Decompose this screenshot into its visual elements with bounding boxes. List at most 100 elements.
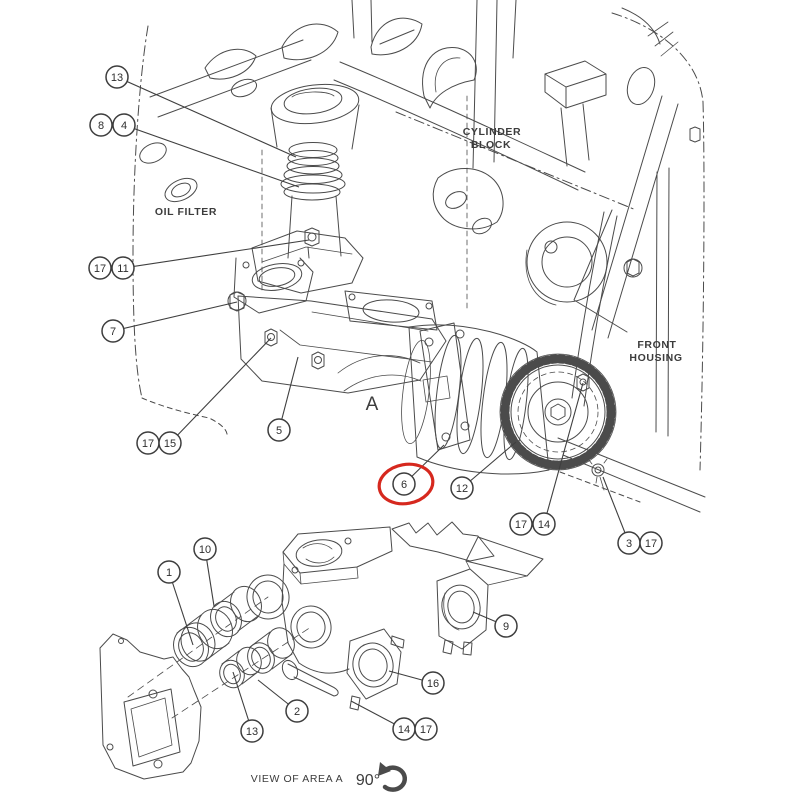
line-art-segment bbox=[204, 48, 257, 80]
line-art-segment bbox=[382, 765, 408, 792]
line-art-segment bbox=[425, 302, 433, 310]
line-art-segment bbox=[118, 638, 124, 644]
callout-number-9: 9 bbox=[503, 621, 509, 633]
callout-17: 17 bbox=[414, 717, 438, 741]
line-art-segment bbox=[541, 236, 593, 288]
cylinder-block-art bbox=[132, 0, 705, 471]
line-art-segment bbox=[291, 566, 299, 574]
line-art-segment bbox=[351, 0, 373, 43]
line-art-segment bbox=[283, 183, 341, 201]
callout-8: 8 bbox=[89, 113, 113, 137]
line-art-segment bbox=[106, 743, 114, 751]
line-art-segment bbox=[422, 46, 477, 109]
line-art-segment bbox=[346, 628, 402, 700]
line-art-segment bbox=[544, 60, 607, 109]
line-art-segment bbox=[307, 232, 317, 242]
line-art-segment bbox=[422, 375, 451, 403]
callout-circle-8 bbox=[89, 113, 113, 137]
line-art-segment bbox=[499, 353, 617, 471]
leader-4 bbox=[123, 124, 300, 188]
line-art-segment bbox=[132, 25, 149, 399]
callout-number-17: 17 bbox=[142, 438, 154, 450]
line-art-segment bbox=[456, 337, 484, 455]
line-art-segment bbox=[261, 246, 353, 263]
callout-number-16: 16 bbox=[427, 678, 439, 690]
callout-number-6: 6 bbox=[401, 479, 407, 491]
callout-17: 17 bbox=[136, 431, 160, 455]
front-housing-label-line2: HOUSING bbox=[629, 352, 682, 364]
adapter-housing bbox=[227, 290, 447, 394]
highlight-ellipse bbox=[377, 462, 435, 506]
line-art-segment bbox=[291, 91, 335, 98]
line-art-segment bbox=[221, 650, 260, 685]
line-art-segment bbox=[465, 536, 544, 577]
line-art-segment bbox=[445, 191, 467, 209]
callout-number-17: 17 bbox=[94, 263, 106, 275]
line-art-segment bbox=[223, 663, 241, 685]
callout-number-17: 17 bbox=[420, 724, 432, 736]
callout-number-14: 14 bbox=[398, 724, 410, 736]
callout-circle-10 bbox=[193, 537, 217, 561]
callout-number-13: 13 bbox=[246, 726, 258, 738]
callout-3: 3 bbox=[617, 531, 641, 555]
line-art-segment bbox=[559, 471, 641, 503]
line-art-segment bbox=[139, 142, 167, 164]
line-art-segment bbox=[370, 17, 423, 56]
callout-circle-9 bbox=[494, 614, 518, 638]
leader-12 bbox=[461, 441, 517, 489]
callout-number-17: 17 bbox=[515, 519, 527, 531]
stud bbox=[462, 641, 473, 656]
callout-circle-4 bbox=[112, 113, 136, 137]
callout-17: 17 bbox=[509, 512, 533, 536]
line-art-segment bbox=[526, 221, 608, 303]
line-art-segment bbox=[432, 167, 504, 230]
line-art-segment bbox=[230, 78, 258, 98]
line-art-segment bbox=[287, 195, 342, 259]
callout-2: 2 bbox=[285, 699, 309, 723]
line-art-segment bbox=[281, 659, 299, 681]
line-art-segment bbox=[251, 646, 271, 670]
cover-plate bbox=[99, 633, 202, 780]
line-art-segment bbox=[295, 539, 343, 567]
leader-1 bbox=[168, 571, 194, 646]
line-art-segment bbox=[247, 642, 275, 674]
line-art-segment bbox=[525, 249, 557, 306]
callout-12: 12 bbox=[450, 476, 474, 500]
line-art-segment bbox=[282, 551, 359, 585]
line-art-segment bbox=[441, 432, 451, 442]
line-art-segment bbox=[281, 563, 350, 674]
callout-10: 10 bbox=[193, 537, 217, 561]
callout-number-11: 11 bbox=[117, 263, 128, 275]
line-art-segment bbox=[560, 103, 590, 167]
callout-circle-13 bbox=[105, 65, 129, 89]
seal-rings bbox=[127, 585, 312, 719]
line-art-segment bbox=[573, 209, 628, 333]
callout-13: 13 bbox=[240, 719, 264, 743]
line-art-segment bbox=[447, 590, 475, 624]
line-art-segment bbox=[424, 337, 434, 347]
callout-number-14: 14 bbox=[538, 519, 550, 531]
callout-circle-6 bbox=[392, 472, 416, 496]
line-art-segment bbox=[252, 580, 284, 614]
line-art-segment bbox=[178, 632, 204, 662]
callout-14: 14 bbox=[532, 512, 556, 536]
callout-1: 1 bbox=[157, 560, 181, 584]
callout-11: 11 bbox=[111, 256, 135, 280]
line-art-segment bbox=[358, 648, 388, 682]
area-a-view bbox=[99, 521, 544, 780]
line-art-segment bbox=[233, 257, 314, 314]
callout-number-4: 4 bbox=[121, 120, 127, 132]
engine-line-art bbox=[99, 0, 706, 780]
callout-circle-1 bbox=[157, 560, 181, 584]
line-art-segment bbox=[391, 521, 495, 562]
callout-circle-13 bbox=[240, 719, 264, 743]
line-art-segment bbox=[290, 605, 332, 649]
line-art-segment bbox=[594, 466, 602, 474]
hub-nut bbox=[550, 403, 566, 421]
line-art-segment bbox=[655, 167, 670, 437]
leader-15 bbox=[169, 337, 272, 444]
line-art-segment bbox=[500, 354, 616, 470]
callout-circle-17 bbox=[414, 717, 438, 741]
callout-circle-15 bbox=[158, 431, 182, 455]
callout-16: 16 bbox=[421, 671, 445, 695]
